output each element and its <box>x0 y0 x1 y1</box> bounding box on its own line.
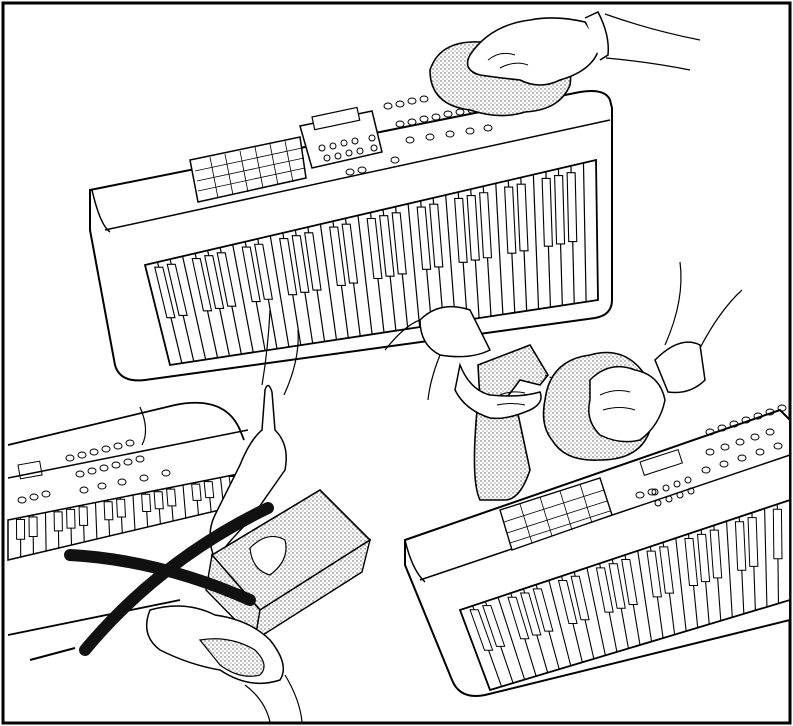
black-key <box>555 176 565 244</box>
black-key <box>567 173 577 242</box>
white-key-divider <box>46 513 47 552</box>
black-key <box>167 489 176 506</box>
black-key <box>735 522 745 570</box>
black-key <box>192 484 202 500</box>
black-key <box>54 512 62 531</box>
arm <box>605 14 700 70</box>
black-key <box>17 519 25 539</box>
wiping-hand <box>589 367 665 442</box>
black-key <box>773 509 782 559</box>
black-key <box>154 492 163 509</box>
black-key <box>29 517 37 537</box>
black-key <box>748 518 758 567</box>
black-key <box>204 482 214 498</box>
black-key <box>117 499 126 517</box>
panel-dry-cloth <box>90 12 700 380</box>
black-key <box>79 507 88 525</box>
black-key <box>542 178 552 246</box>
wiping-hand <box>468 18 600 85</box>
black-key <box>142 494 151 511</box>
panel-spray-cloth <box>385 262 790 696</box>
black-key <box>67 509 76 528</box>
black-key <box>104 502 113 520</box>
cuff-right <box>655 342 705 392</box>
